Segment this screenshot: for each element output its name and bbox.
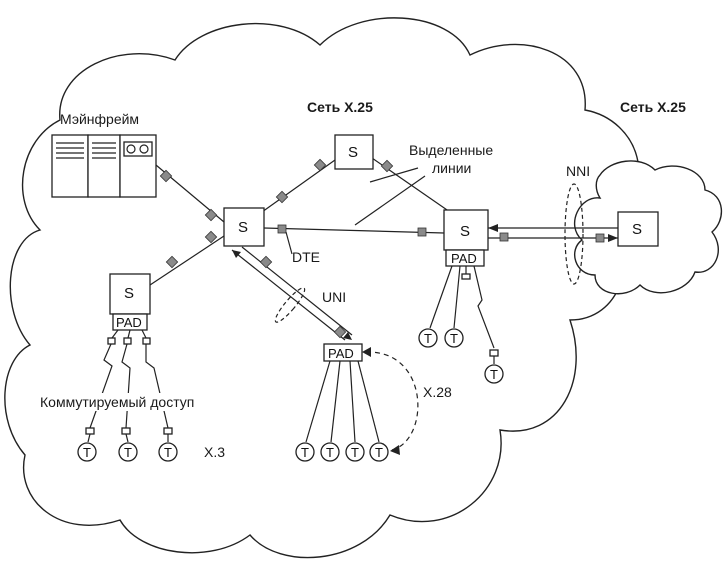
x28-arrow <box>365 351 419 451</box>
svg-text:T: T <box>450 331 458 346</box>
port <box>595 233 605 243</box>
port <box>159 169 173 183</box>
svg-text:S: S <box>632 221 642 238</box>
dte-pointer <box>285 231 293 255</box>
switch-remote: S <box>617 211 659 247</box>
leased-lines-pointer-a <box>369 167 419 183</box>
port <box>277 224 287 234</box>
port <box>275 190 289 204</box>
port <box>165 255 179 269</box>
nni-arrow-left <box>488 224 498 232</box>
pad-center: PAD <box>323 343 363 362</box>
nni-label: NNI <box>566 163 590 179</box>
terminal: T <box>418 328 438 348</box>
uni-label: UNI <box>322 289 346 305</box>
switch-top: S <box>334 134 374 170</box>
link-center-top-switch <box>261 159 336 213</box>
x28-label: X.28 <box>423 384 452 400</box>
terminal: T <box>345 442 365 462</box>
switch-left: S <box>109 273 151 315</box>
terminal: T <box>158 442 178 462</box>
svg-text:PAD: PAD <box>451 251 477 266</box>
svg-text:S: S <box>124 285 134 302</box>
svg-text:S: S <box>238 219 248 236</box>
svg-text:T: T <box>326 445 334 460</box>
svg-text:T: T <box>83 445 91 460</box>
terminal: T <box>320 442 340 462</box>
terminal: T <box>444 328 464 348</box>
x28-arrow-head-top <box>362 347 371 357</box>
main-network-cloud <box>4 17 640 559</box>
switch-right: S <box>443 209 489 251</box>
right-pad-terminals: T T T <box>418 265 504 384</box>
port <box>333 325 347 339</box>
remote-network-label: Сеть X.25 <box>620 99 686 115</box>
port <box>417 227 427 237</box>
terminal: T <box>369 442 389 462</box>
uni-ellipse <box>274 287 306 323</box>
terminal: T <box>295 442 315 462</box>
leased-lines-label-1: Выделенные <box>409 142 493 158</box>
svg-text:T: T <box>490 367 498 382</box>
pad-right: PAD <box>445 249 485 267</box>
nni-arrow-right <box>608 234 618 242</box>
svg-text:T: T <box>375 445 383 460</box>
port <box>204 208 218 222</box>
switch-center: S <box>223 207 265 247</box>
port <box>259 255 273 269</box>
uni-arrow-head <box>232 250 241 258</box>
svg-text:S: S <box>460 223 470 240</box>
dialup-label-bg <box>38 393 224 411</box>
mainframe <box>51 134 157 198</box>
svg-text:T: T <box>124 445 132 460</box>
svg-text:T: T <box>301 445 309 460</box>
link-uni-upper <box>231 249 346 341</box>
port <box>313 158 327 172</box>
port <box>204 230 218 244</box>
svg-text:T: T <box>351 445 359 460</box>
main-network-label: Сеть X.25 <box>307 99 373 115</box>
pad-left: PAD <box>112 313 148 331</box>
nni-ellipse <box>564 183 584 285</box>
terminal: T <box>77 442 97 462</box>
port <box>499 232 509 242</box>
terminal: T <box>484 364 504 384</box>
dte-label: DTE <box>292 249 320 265</box>
dialup-label: Коммутируемый доступ <box>40 394 194 410</box>
link-center-right-switch <box>263 227 445 234</box>
x3-label: X.3 <box>204 444 225 460</box>
leased-lines-label-2: линии <box>432 160 471 176</box>
terminal: T <box>118 442 138 462</box>
uni-arrow-head-2 <box>343 332 352 340</box>
x28-arrow-head-bottom <box>390 445 400 455</box>
port <box>380 159 394 173</box>
ports <box>159 158 605 339</box>
svg-text:T: T <box>164 445 172 460</box>
svg-text:PAD: PAD <box>116 315 142 330</box>
leased-lines-pointer-b <box>354 175 426 226</box>
svg-text:S: S <box>348 144 358 161</box>
svg-text:T: T <box>424 331 432 346</box>
svg-text:PAD: PAD <box>328 346 354 361</box>
mainframe-label: Мэйнфрейм <box>60 111 139 127</box>
link-center-left-switch <box>149 235 225 286</box>
center-pad-terminals: T T T T <box>295 360 389 462</box>
